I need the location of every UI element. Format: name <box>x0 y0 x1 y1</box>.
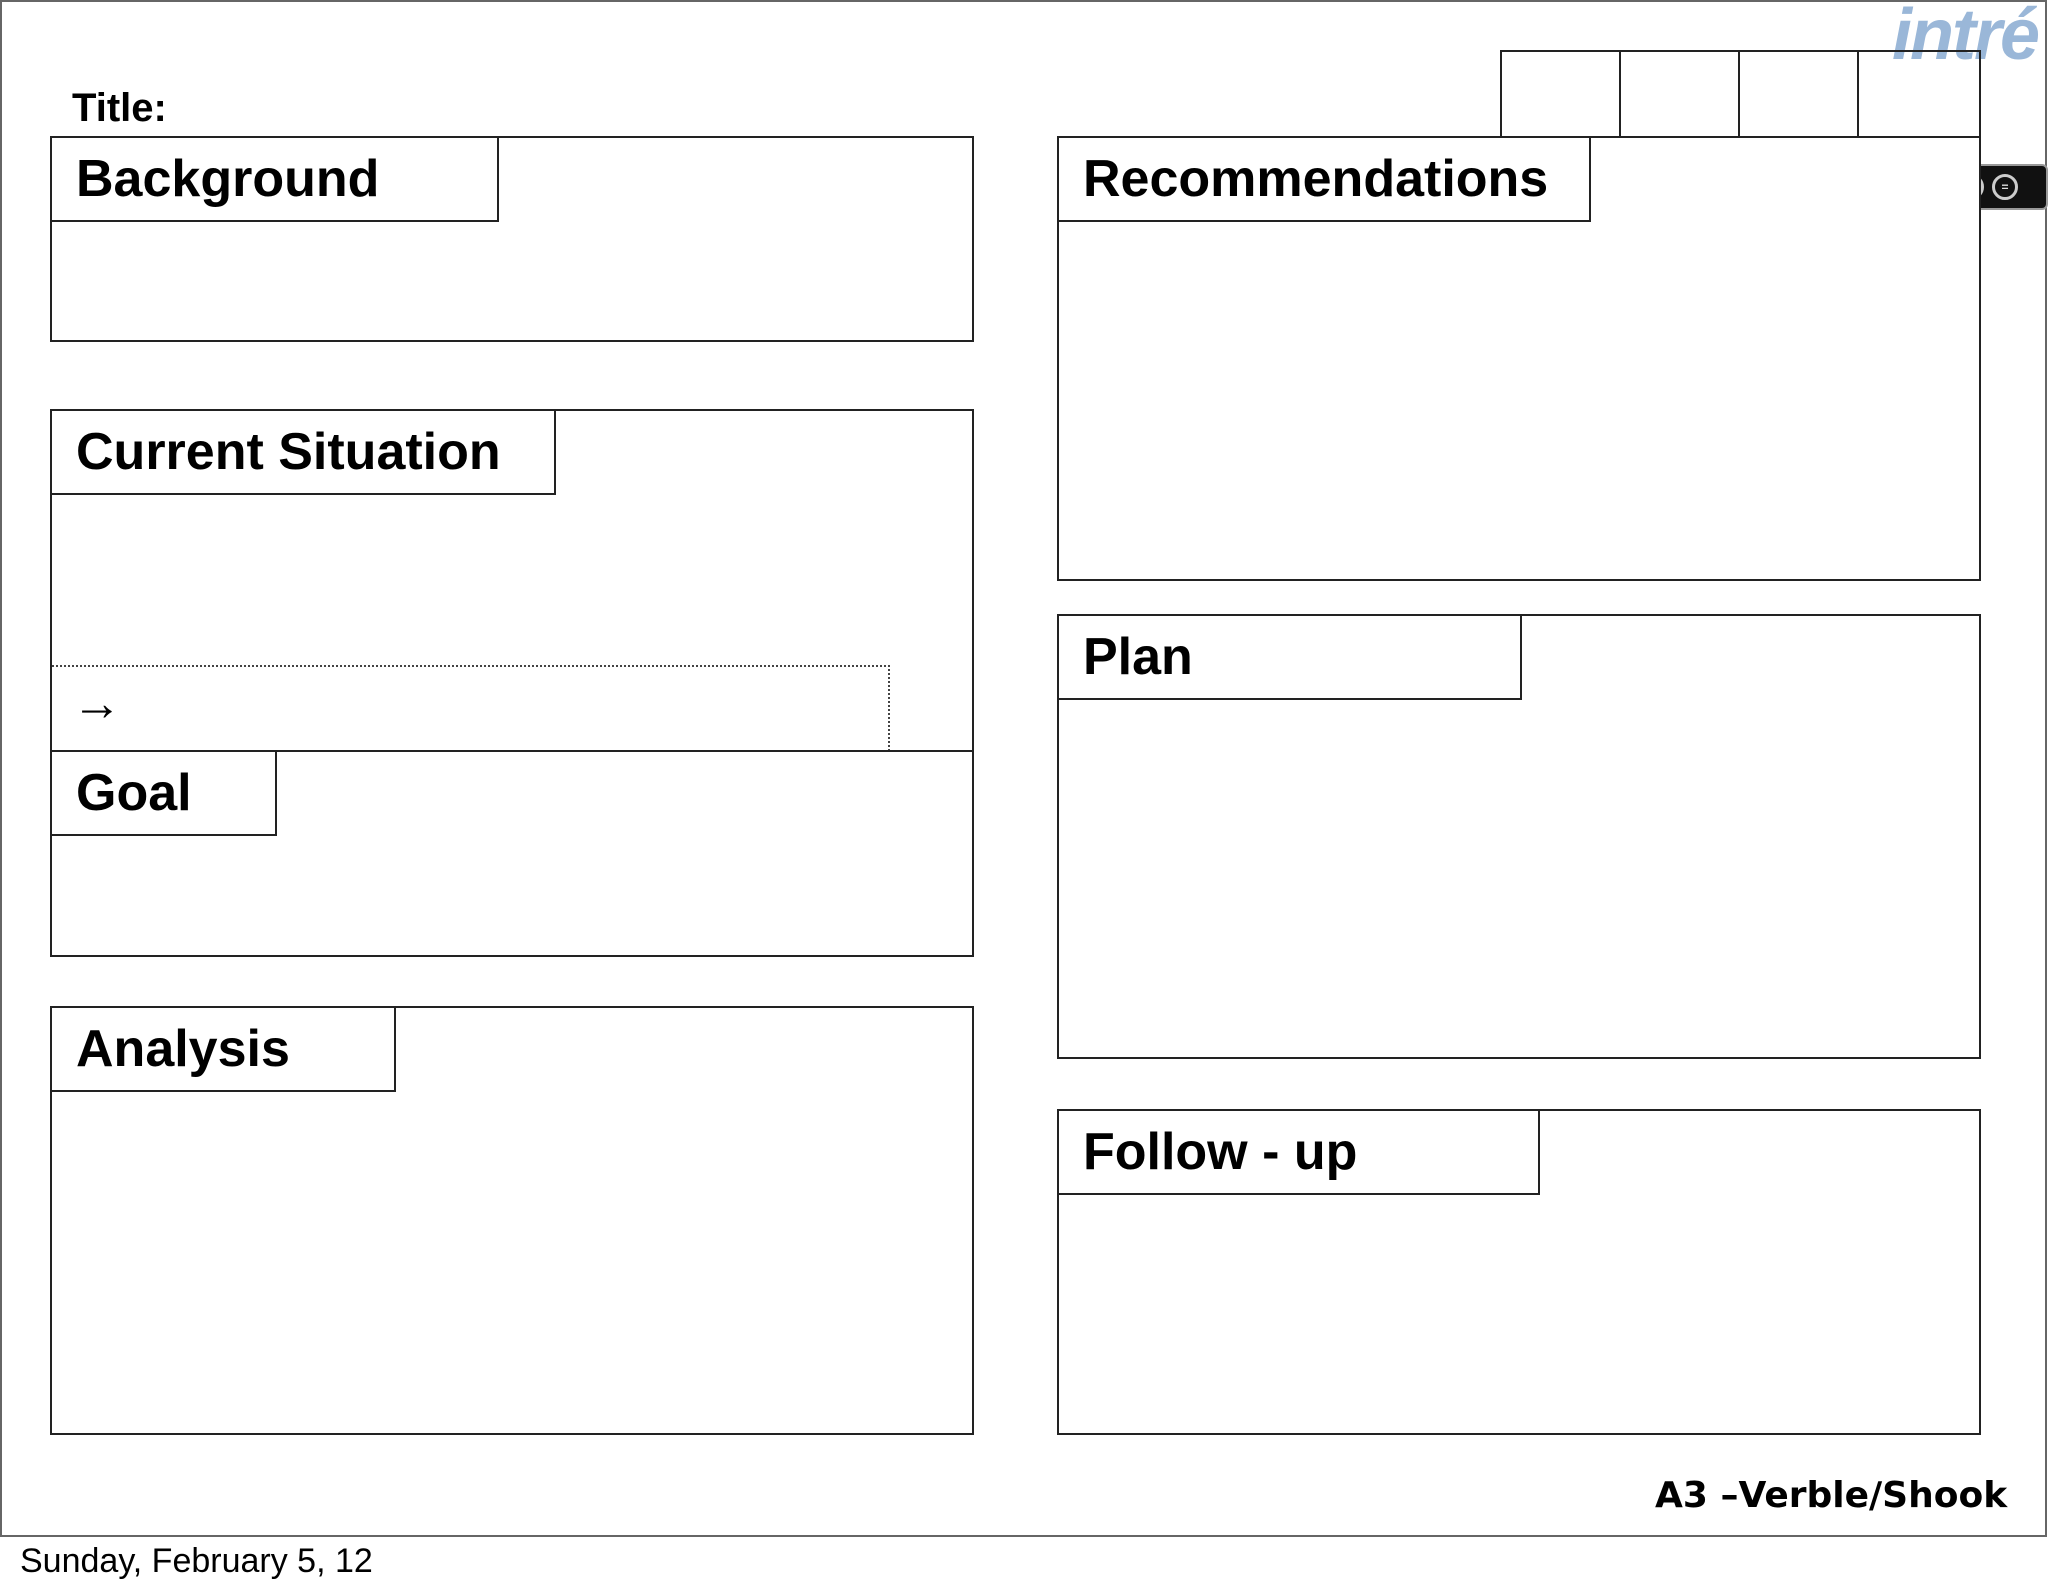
current-situation-goal-section[interactable] <box>50 409 974 957</box>
signoff-cell-3[interactable] <box>1738 50 1859 138</box>
goal-heading: Goal <box>50 750 277 836</box>
recommendations-heading: Recommendations <box>1057 136 1591 222</box>
plan-heading: Plan <box>1057 614 1522 700</box>
a3-slide <box>0 0 2047 1537</box>
signoff-cell-4[interactable] <box>1857 50 1981 138</box>
signoff-cell-2[interactable] <box>1619 50 1740 138</box>
follow-up-heading: Follow - up <box>1057 1109 1540 1195</box>
intre-logo: intré <box>1892 0 2040 75</box>
no-derivatives-icon: = <box>1992 174 2018 200</box>
transition-placeholder <box>52 665 890 751</box>
author-credit: A3 –Verble/Shook <box>1655 1475 2008 1516</box>
goal-divider <box>50 750 974 752</box>
current-situation-heading: Current Situation <box>50 409 556 495</box>
analysis-heading: Analysis <box>50 1006 396 1092</box>
date-footer: Sunday, February 5, 12 <box>20 1542 373 1580</box>
arrow-right-icon: → <box>72 675 122 731</box>
title-label: Title: <box>72 86 167 130</box>
signoff-cell-1[interactable] <box>1500 50 1621 138</box>
background-heading: Background <box>50 136 499 222</box>
